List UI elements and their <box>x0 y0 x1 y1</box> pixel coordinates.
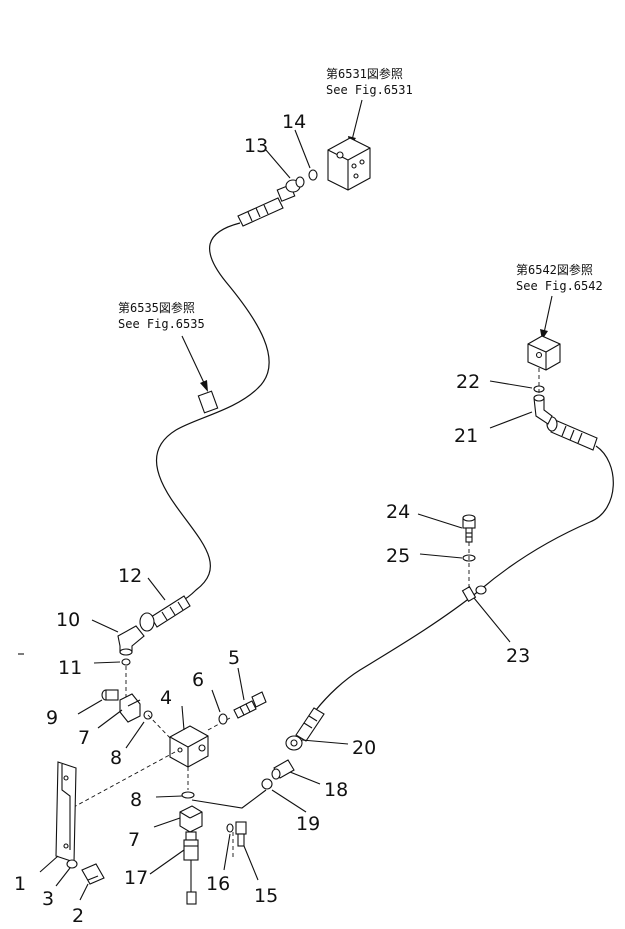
callout-8-lower: 8 <box>130 789 142 811</box>
callout-21: 21 <box>454 425 478 447</box>
callout-8-upper: 8 <box>110 747 122 769</box>
fitting-21 <box>533 385 553 425</box>
hose-right <box>285 416 614 751</box>
pipe-to-19 <box>191 789 267 809</box>
washer-6 <box>218 713 228 725</box>
callout-24: 24 <box>386 501 410 523</box>
leader-lines <box>39 129 533 901</box>
callout-2: 2 <box>72 905 84 924</box>
callout-12: 12 <box>118 565 142 587</box>
washer-16 <box>226 823 234 833</box>
reference-note-6531-ja: 第6531図参照 <box>326 66 403 81</box>
sensor-17 <box>183 831 199 905</box>
callout-20: 20 <box>352 737 376 759</box>
bolt-2 <box>81 863 105 885</box>
arrow-head <box>200 380 208 392</box>
callout-11: 11 <box>58 657 82 679</box>
fitting-18 <box>261 759 295 790</box>
block-4 <box>169 725 209 768</box>
fitting-7-lower <box>179 791 203 833</box>
reference-note-6535-ja: 第6535図参照 <box>118 300 195 315</box>
callout-4: 4 <box>160 687 172 709</box>
callout-19: 19 <box>296 813 320 835</box>
hose-upper <box>139 169 318 632</box>
reference-note-6542: 第6542図参照 See Fig.6542 <box>516 262 603 293</box>
o-ring-11 <box>121 658 131 666</box>
callout-17: 17 <box>124 867 148 889</box>
elbow-10 <box>117 625 145 666</box>
bolt-5 <box>218 691 267 725</box>
reference-note-6535: 第6535図参照 See Fig.6535 <box>118 300 205 331</box>
reference-note-6542-ja: 第6542図参照 <box>516 262 593 277</box>
callout-1: 1 <box>14 873 26 895</box>
callout-9: 9 <box>46 707 58 729</box>
reference-note-6542-en: See Fig.6542 <box>516 279 603 293</box>
callout-13: 13 <box>244 135 268 157</box>
callout-23: 23 <box>506 645 530 667</box>
bolt-24 <box>462 514 476 590</box>
o-ring-19 <box>261 778 273 790</box>
callout-22: 22 <box>456 371 480 393</box>
reference-note-6531: 第6531図参照 See Fig.6531 <box>326 66 413 97</box>
callout-5: 5 <box>228 647 240 669</box>
callout-18: 18 <box>324 779 348 801</box>
bracket-1 <box>55 761 105 885</box>
callout-numbers: 1 2 3 4 5 6 7 7 8 8 9 10 11 12 13 14 15 … <box>14 111 530 927</box>
o-ring-8 <box>181 791 195 799</box>
callout-7-lower: 7 <box>128 829 140 851</box>
bolt-15 <box>226 821 247 847</box>
callout-16: 16 <box>206 873 230 895</box>
callout-7-upper: 7 <box>78 727 90 749</box>
guide-line <box>71 751 176 809</box>
callout-3: 3 <box>42 888 54 910</box>
callout-6: 6 <box>192 669 204 691</box>
reference-arrows <box>181 99 553 392</box>
washer-3 <box>66 859 78 869</box>
reference-note-6531-en: See Fig.6531 <box>326 83 413 97</box>
valve-block-6542 <box>527 335 561 371</box>
callout-15: 15 <box>254 885 278 907</box>
callout-25: 25 <box>386 545 410 567</box>
callout-10: 10 <box>56 609 80 631</box>
guide-line <box>147 714 173 741</box>
fitting-9-7 <box>101 689 153 723</box>
reference-note-6535-en: See Fig.6535 <box>118 317 205 331</box>
valve-block-6531 <box>327 137 371 191</box>
callout-14: 14 <box>282 111 306 133</box>
